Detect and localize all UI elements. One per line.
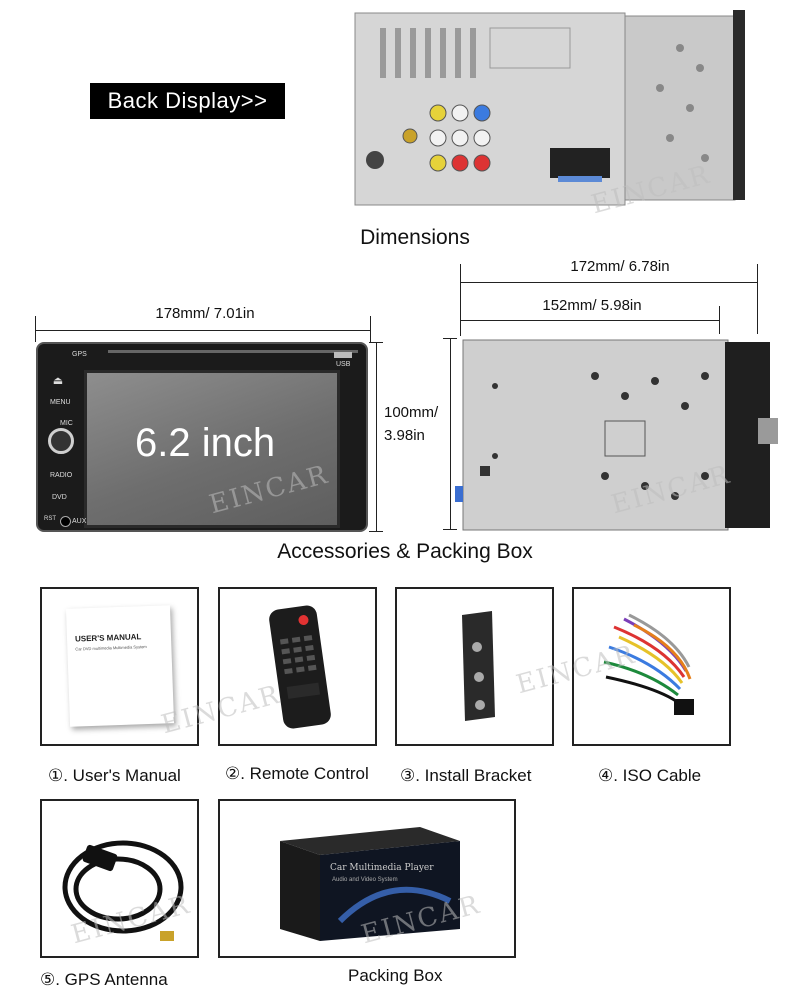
manual-subtitle: Car DVD multimedia Multimedia System xyxy=(75,644,147,652)
back-view-image xyxy=(354,10,745,206)
screen: 6.2 inch xyxy=(84,370,340,528)
depth-total-tick-right xyxy=(757,264,758,334)
front-width-tick-left xyxy=(35,316,36,342)
side-view-image xyxy=(455,339,778,531)
dimensions-heading: Dimensions xyxy=(360,226,470,249)
aux-label: AUX xyxy=(72,518,87,525)
height-tick-bottom-right xyxy=(443,529,457,530)
caption-users-manual: ①. User's Manual xyxy=(48,766,181,785)
usb-label: USB xyxy=(336,361,351,368)
screen-size-label: 6.2 inch xyxy=(135,421,276,465)
front-width-line xyxy=(35,330,371,331)
height-label-line1: 100mm/ xyxy=(384,404,439,421)
users-manual-box: USER'S MANUAL Car DVD multimedia Multime… xyxy=(40,587,199,746)
gps-label: GPS xyxy=(72,351,87,358)
gps-antenna-image xyxy=(62,840,184,941)
height-tick-top xyxy=(369,342,383,343)
disc-slot xyxy=(108,350,358,353)
manual-title: USER'S MANUAL xyxy=(74,632,142,644)
caption-gps-antenna: ⑤. GPS Antenna xyxy=(40,970,168,989)
aux-port xyxy=(60,516,71,527)
caption-packing-box: Packing Box xyxy=(348,966,443,985)
iso-cable-box xyxy=(572,587,731,746)
height-tick-top-right xyxy=(443,338,457,339)
height-tick-bottom xyxy=(369,531,383,532)
remote-control-image xyxy=(269,605,331,729)
depth-total-line xyxy=(460,282,758,283)
rst-button[interactable]: RST xyxy=(44,516,56,522)
menu-button[interactable]: MENU xyxy=(50,399,71,406)
iso-cable-image xyxy=(603,613,694,715)
install-bracket-image xyxy=(462,611,495,721)
manual-booklet: USER'S MANUAL Car DVD multimedia Multime… xyxy=(65,605,175,727)
depth-chassis-label: 152mm/ 5.98in xyxy=(542,297,642,314)
front-panel: GPS USB 6.2 inch ⏏ MENU MIC RADIO DVD RS… xyxy=(36,342,368,532)
usb-port xyxy=(334,352,352,358)
depth-chassis-line xyxy=(460,320,720,321)
caption-remote-control: ②. Remote Control xyxy=(225,764,369,783)
eject-button[interactable]: ⏏ xyxy=(52,375,64,387)
install-bracket-box xyxy=(395,587,554,746)
radio-button[interactable]: RADIO xyxy=(50,472,73,479)
mic-label: MIC xyxy=(60,420,73,427)
depth-chassis-tick-right xyxy=(719,306,720,334)
caption-iso-cable: ④. ISO Cable xyxy=(598,766,702,785)
back-display-badge: Back Display>> xyxy=(90,83,285,119)
caption-install-bracket: ③. Install Bracket xyxy=(400,766,532,785)
dvd-button[interactable]: DVD xyxy=(52,494,67,501)
height-line-right xyxy=(450,338,451,530)
front-width-tick-right xyxy=(370,316,371,342)
packing-box-frame: Car Multimedia Player Audio and Video Sy… xyxy=(218,799,516,958)
height-label-line2: 3.98in xyxy=(384,427,425,444)
height-line xyxy=(376,342,377,532)
depth-total-label: 172mm/ 6.78in xyxy=(570,258,670,275)
volume-knob[interactable] xyxy=(48,428,74,454)
gps-antenna-box xyxy=(40,799,199,958)
accessories-heading: Accessories & Packing Box xyxy=(277,540,533,563)
remote-control-box xyxy=(218,587,377,746)
box-title: Car Multimedia Player xyxy=(330,863,434,873)
packing-box-image xyxy=(280,827,460,941)
front-width-label: 178mm/ 7.01in xyxy=(155,305,255,322)
depth-total-tick-left xyxy=(460,264,461,336)
box-subtitle: Audio and Video System xyxy=(332,877,398,883)
